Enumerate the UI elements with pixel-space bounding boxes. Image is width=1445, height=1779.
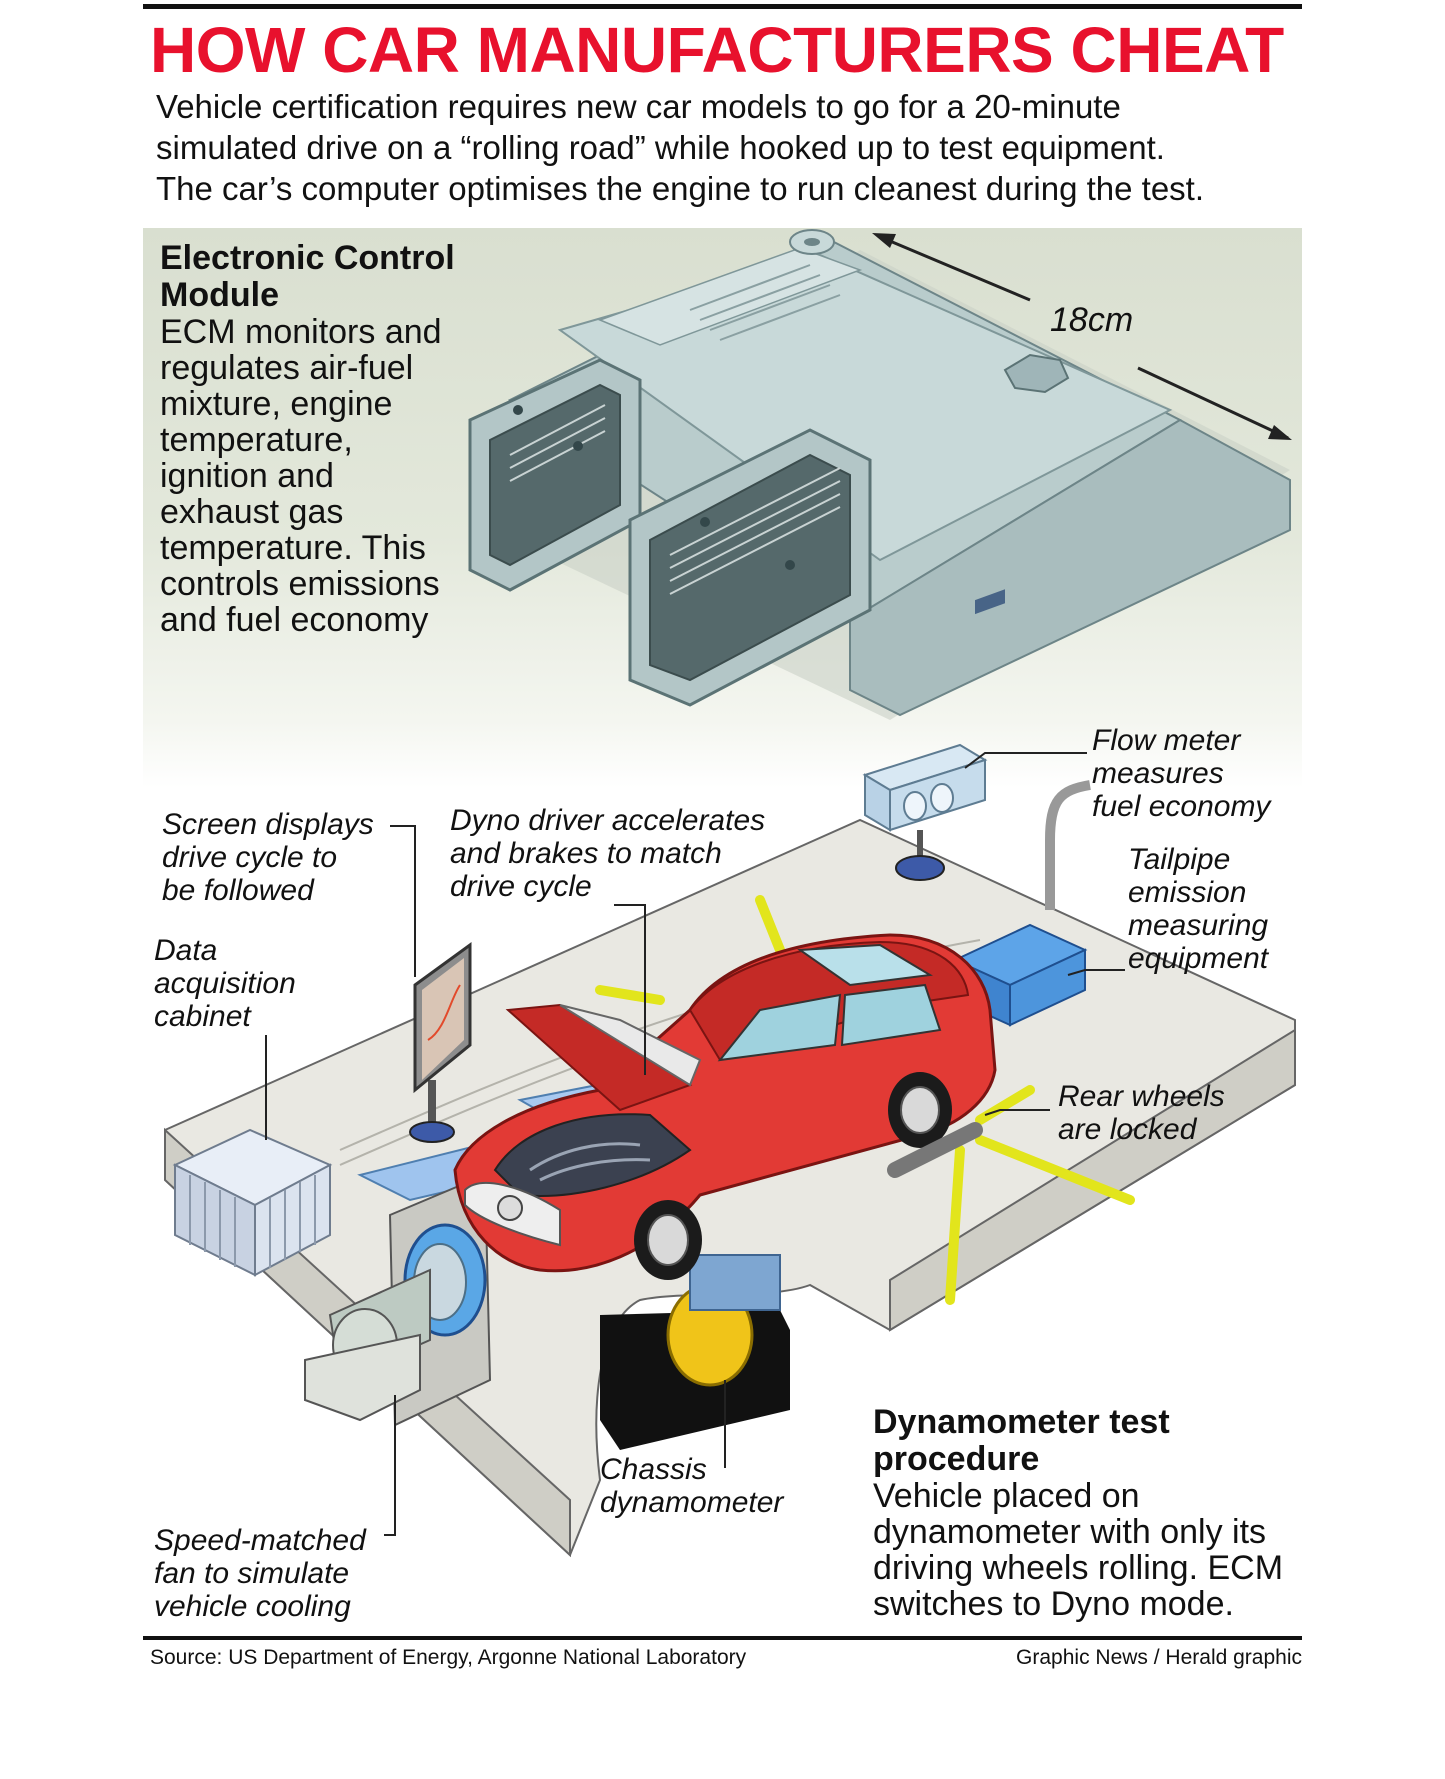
- label-line: be followed: [162, 874, 314, 907]
- label-line: Data: [154, 934, 218, 967]
- flow-meter: [862, 743, 1091, 910]
- fan-label: Speed-matched fan to simulate vehicle co…: [154, 1524, 366, 1623]
- test-car: [453, 933, 997, 1280]
- dyno-body-line: dynamometer with only its: [873, 1513, 1267, 1551]
- label-line: Dyno driver accelerates: [450, 804, 766, 837]
- ecm-body-line: controls emissions: [160, 565, 440, 603]
- label-line: are locked: [1058, 1113, 1197, 1146]
- dyno-body-line: switches to Dyno mode.: [873, 1585, 1234, 1623]
- label-line: and brakes to match: [450, 837, 722, 870]
- ecm-connector-left: [468, 358, 642, 592]
- label-line: vehicle cooling: [154, 1590, 351, 1623]
- dyno-heading-line: Dynamometer test: [873, 1403, 1170, 1441]
- ecm-body-line: temperature,: [160, 421, 353, 459]
- flow-meter-label: Flow meter measures fuel economy: [1092, 724, 1270, 823]
- ecm-body-line: exhaust gas: [160, 493, 344, 531]
- graphic-credit: Graphic News / Herald graphic: [1016, 1646, 1302, 1669]
- label-line: Tailpipe: [1128, 843, 1231, 876]
- ecm-dimension-label: 18cm: [1050, 301, 1134, 339]
- label-line: Speed-matched: [154, 1524, 366, 1557]
- label-line: emission: [1128, 876, 1247, 909]
- dyno-housing: [689, 1254, 781, 1311]
- dyno-body-line: driving wheels rolling. ECM: [873, 1549, 1284, 1587]
- label-line: fan to simulate: [154, 1557, 350, 1590]
- chassis-label: Chassis dynamometer: [600, 1453, 783, 1519]
- label-line: measuring: [1128, 909, 1269, 942]
- ecm-heading-line: Electronic Control: [160, 239, 455, 277]
- ecm-connector-right: [628, 428, 872, 707]
- intro-text: Vehicle certification requires new car m…: [156, 86, 1306, 209]
- data-cabinet-label: Data acquisition cabinet: [154, 934, 296, 1033]
- intro-line: simulated drive on a “rolling road” whil…: [156, 129, 1165, 166]
- ecm-body-line: ECM monitors and: [160, 313, 442, 351]
- ecm-heading-line: Module: [160, 276, 279, 314]
- ecm-description: Electronic Control Module ECM monitors a…: [160, 239, 520, 639]
- screen-label: Screen displays drive cycle to be follow…: [162, 808, 374, 907]
- dyno-driver-label: Dyno driver accelerates and brakes to ma…: [450, 804, 765, 903]
- intro-line: The car’s computer optimises the engine …: [156, 170, 1205, 207]
- intro-line: Vehicle certification requires new car m…: [156, 88, 1121, 125]
- dyno-body-line: Vehicle placed on: [873, 1477, 1140, 1515]
- source-credit: Source: US Department of Energy, Argonne…: [150, 1646, 747, 1669]
- ecm-body-line: mixture, engine: [160, 385, 393, 423]
- label-line: drive cycle to: [162, 841, 338, 874]
- label-line: Rear wheels: [1058, 1080, 1225, 1113]
- label-line: Flow meter: [1092, 724, 1241, 757]
- restraint-arms: [595, 895, 1135, 1305]
- dyno-heading-line: procedure: [873, 1440, 1040, 1478]
- label-line: fuel economy: [1092, 790, 1271, 823]
- data-acquisition-cabinet: [172, 1128, 333, 1277]
- rear-wheels-label: Rear wheels are locked: [1058, 1080, 1225, 1146]
- tailpipe-label: Tailpipe emission measuring equipment: [1128, 843, 1268, 975]
- ecm-body-line: temperature. This: [160, 529, 426, 567]
- ecm-body-line: and fuel economy: [160, 601, 429, 639]
- label-line: equipment: [1128, 942, 1269, 975]
- dyno-procedure: Dynamometer test procedure Vehicle place…: [873, 1403, 1303, 1623]
- ecm-module-illustration: [468, 229, 1292, 720]
- page-title: HOW CAR MANUFACTURERS CHEAT: [150, 14, 1284, 86]
- label-line: acquisition: [154, 967, 296, 1000]
- ecm-body-line: regulates air-fuel: [160, 349, 414, 387]
- top-rule: [143, 4, 1302, 9]
- bottom-rule: [143, 1636, 1302, 1640]
- leader-lines: [265, 752, 1125, 1536]
- label-line: drive cycle: [450, 870, 592, 903]
- label-line: dynamometer: [600, 1486, 784, 1519]
- cooling-fan: [304, 1173, 492, 1427]
- driver-screen-stand: [409, 942, 472, 1143]
- label-line: Screen displays: [162, 808, 374, 841]
- label-line: cabinet: [154, 1000, 251, 1033]
- label-line: measures: [1092, 757, 1224, 790]
- ecm-body-line: ignition and: [160, 457, 334, 495]
- label-line: Chassis: [600, 1453, 707, 1486]
